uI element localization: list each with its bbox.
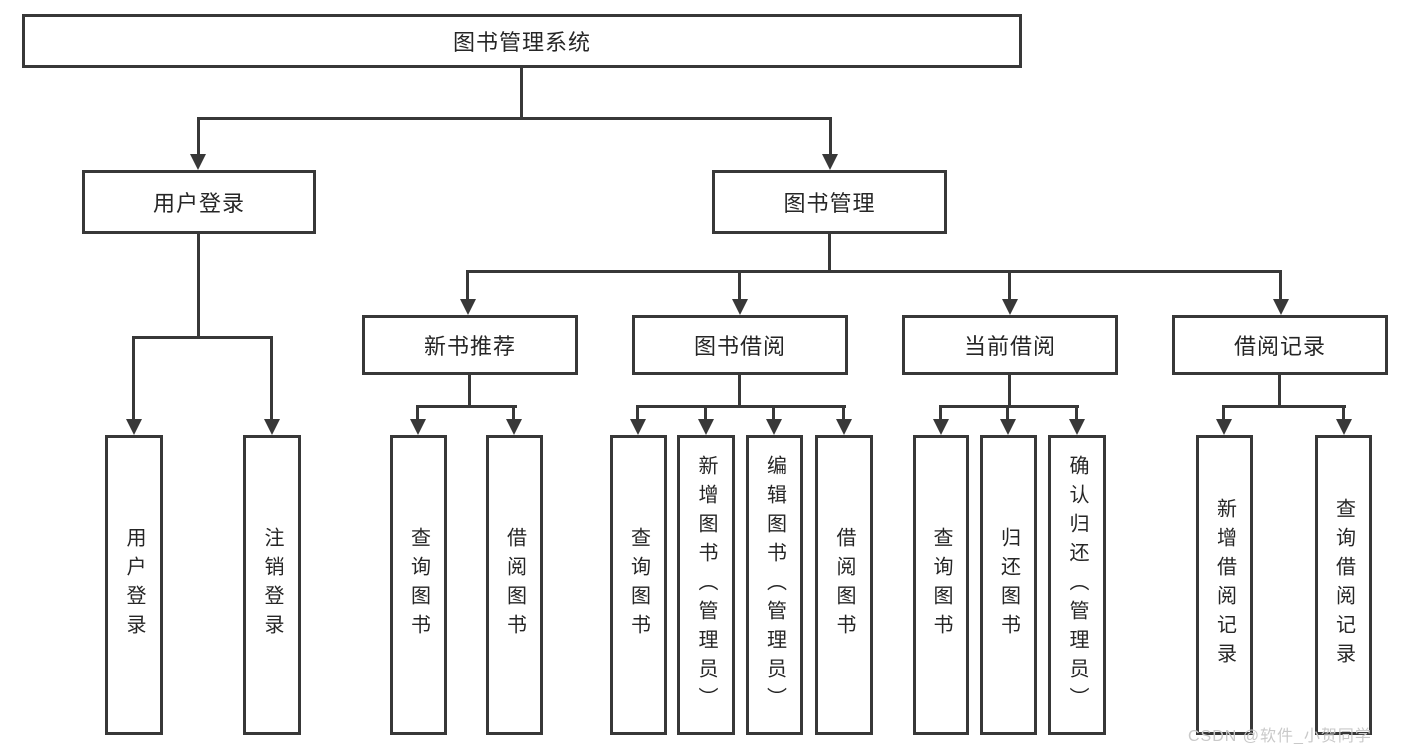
connector-line [1075, 405, 1078, 421]
arrow-down-icon [1000, 419, 1016, 435]
arrow-down-icon [190, 154, 206, 170]
node-leaf-add-borrow-record: 新增借阅记录 [1196, 435, 1253, 735]
connector-line [416, 405, 517, 408]
connector-line [468, 375, 471, 406]
node-leaf-query-books-a: 查询图书 [390, 435, 447, 735]
node-leaf-user-login: 用户登录 [105, 435, 163, 735]
arrow-down-icon [836, 419, 852, 435]
arrow-down-icon [460, 299, 476, 315]
node-leaf-query-borrow-record: 查询借阅记录 [1315, 435, 1372, 735]
node-leaf-borrow-books-b: 借阅图书 [815, 435, 873, 735]
node-leaf-logout: 注销登录 [243, 435, 301, 735]
connector-line [772, 405, 775, 421]
connector-line [1006, 405, 1009, 421]
arrow-down-icon [1069, 419, 1085, 435]
node-leaf-add-book-admin: 新增图书（管理员） [677, 435, 735, 735]
connector-line [1222, 405, 1225, 421]
arrow-down-icon [410, 419, 426, 435]
connector-line [520, 68, 523, 117]
connector-line [416, 405, 419, 421]
arrow-down-icon [264, 419, 280, 435]
connector-line [197, 234, 200, 337]
connector-line [636, 405, 846, 408]
node-book-borrow: 图书借阅 [632, 315, 848, 375]
arrow-down-icon [698, 419, 714, 435]
connector-line [132, 336, 273, 339]
connector-line [636, 405, 639, 421]
node-current-borrow: 当前借阅 [902, 315, 1118, 375]
arrow-down-icon [732, 299, 748, 315]
arrow-down-icon [1216, 419, 1232, 435]
connector-line [270, 336, 273, 421]
connector-line [829, 117, 832, 155]
connector-line [197, 117, 832, 120]
connector-line [1008, 270, 1011, 301]
connector-line [828, 234, 831, 272]
connector-line [466, 270, 1282, 273]
node-book-management: 图书管理 [712, 170, 947, 234]
node-leaf-confirm-return-admin: 确认归还（管理员） [1048, 435, 1106, 735]
node-leaf-edit-book-admin: 编辑图书（管理员） [746, 435, 803, 735]
connector-line [1342, 405, 1345, 421]
watermark: CSDN @软件_小贺同学 [1188, 728, 1372, 745]
connector-line [132, 336, 135, 421]
node-leaf-query-books-c: 查询图书 [913, 435, 969, 735]
arrow-down-icon [822, 154, 838, 170]
arrow-down-icon [1002, 299, 1018, 315]
connector-line [939, 405, 942, 421]
arrow-down-icon [126, 419, 142, 435]
connector-line [842, 405, 845, 421]
arrow-down-icon [766, 419, 782, 435]
node-leaf-return-book: 归还图书 [980, 435, 1037, 735]
connector-line [1008, 375, 1011, 406]
arrow-down-icon [1336, 419, 1352, 435]
node-new-book-recommend: 新书推荐 [362, 315, 578, 375]
arrow-down-icon [630, 419, 646, 435]
arrow-down-icon [506, 419, 522, 435]
connector-line [1279, 270, 1282, 301]
connector-line [466, 270, 469, 301]
node-library-management-system: 图书管理系统 [22, 14, 1022, 68]
arrow-down-icon [933, 419, 949, 435]
connector-line [939, 405, 1079, 408]
connector-line [704, 405, 707, 421]
node-leaf-borrow-books-a: 借阅图书 [486, 435, 543, 735]
node-user-login: 用户登录 [82, 170, 316, 234]
connector-line [1278, 375, 1281, 406]
connector-line [197, 117, 200, 155]
connector-line [738, 375, 741, 406]
connector-line [1222, 405, 1346, 408]
connector-line [512, 405, 515, 421]
arrow-down-icon [1273, 299, 1289, 315]
node-leaf-query-books-b: 查询图书 [610, 435, 667, 735]
connector-line [738, 270, 741, 301]
node-borrow-record: 借阅记录 [1172, 315, 1388, 375]
